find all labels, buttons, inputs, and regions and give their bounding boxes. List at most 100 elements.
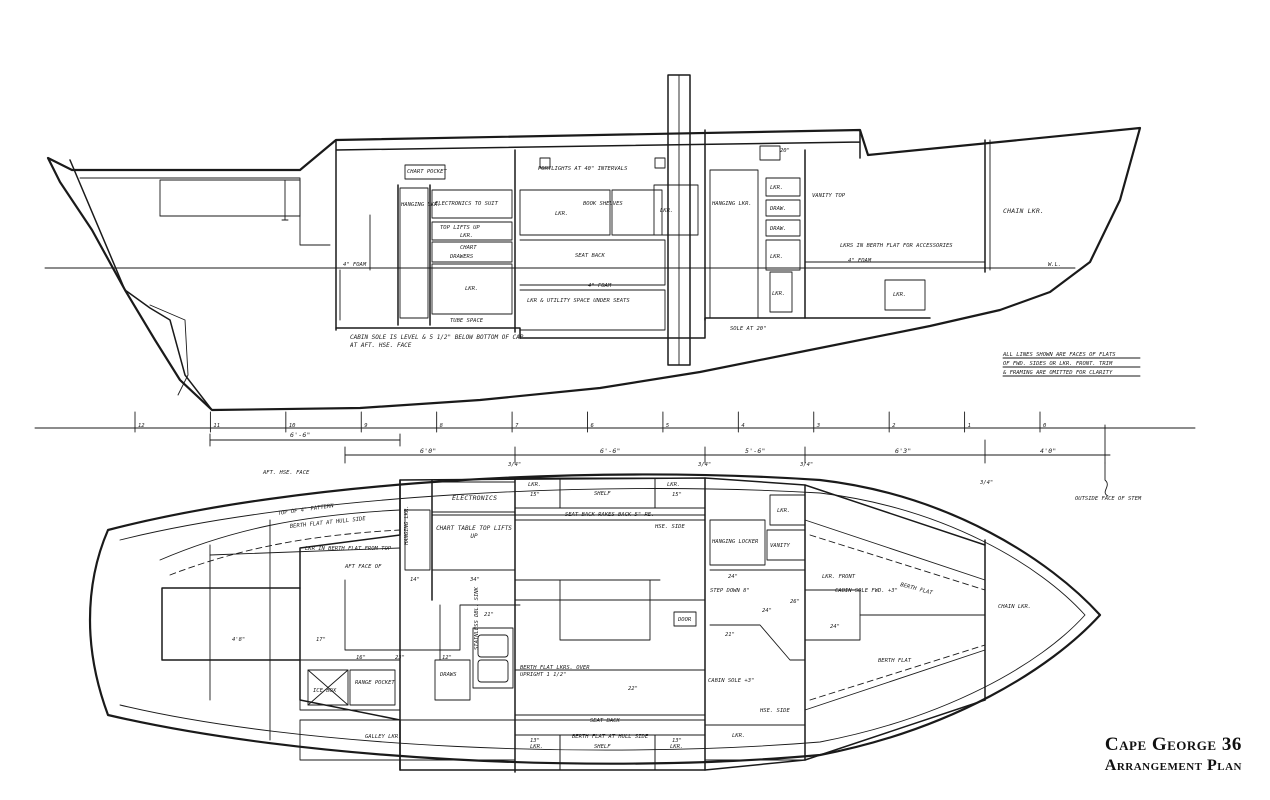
profile-sheer bbox=[79, 177, 331, 246]
dim-3-4b: 3/4" bbox=[697, 462, 711, 468]
plan-electronics bbox=[431, 481, 516, 513]
lbl-d-22: 22" bbox=[628, 686, 638, 692]
station-label: 9 bbox=[364, 423, 367, 429]
lbl-chain-lkr: CHAIN LKR. bbox=[1003, 207, 1044, 215]
lbl-d-24a: 24" bbox=[728, 574, 738, 580]
lbl-door: DOOR bbox=[677, 617, 692, 623]
dim-aft-hse-face: AFT. HSE. FACE bbox=[262, 470, 310, 476]
lbl-electronics-plan: ELECTRONICS bbox=[452, 494, 497, 502]
lbl-seat-back-top: SEAT BACK RAKES BACK 5" RE. bbox=[565, 512, 654, 518]
lbl-d-21b: 21" bbox=[725, 632, 735, 638]
plan-hull-inner bbox=[119, 488, 1086, 751]
lbl-top-lifts-up: TOP LIFTS UP bbox=[440, 225, 480, 231]
dim-3-4a: 3/4" bbox=[507, 462, 521, 468]
station-label: 2 bbox=[892, 423, 896, 429]
lbl-lkr-fwd: LKR. bbox=[893, 292, 906, 298]
plan-ice-box-cross bbox=[307, 669, 349, 706]
note-underlines bbox=[1002, 357, 1141, 377]
lbl-lkr-bot1: LKR. bbox=[530, 744, 543, 750]
lbl-lkr-bot2: LKR. bbox=[670, 744, 683, 750]
dim-stem-leader bbox=[1104, 462, 1109, 497]
plan-table bbox=[559, 579, 651, 641]
lbl-cabin-sole-note-wrap: CABIN SOLE IS LEVEL & 5 1/2" BELOW BOTTO… bbox=[350, 334, 524, 349]
profile-cabin-house bbox=[335, 129, 861, 331]
profile-hatch-box bbox=[759, 145, 781, 161]
lbl-chart: CHART bbox=[460, 245, 477, 251]
lbl-electronics: ELECTRONICS TO SUIT bbox=[435, 201, 499, 207]
dim-3-4c: 3/4" bbox=[799, 462, 813, 468]
station-label: 3 bbox=[816, 423, 820, 429]
lbl-cabin-sole-note: CABIN SOLE IS LEVEL & 5 1/2" BELOW BOTTO… bbox=[350, 334, 524, 349]
plan-fwd-berth bbox=[804, 519, 986, 711]
profile-draw-a bbox=[765, 199, 801, 217]
profile-lower-locker bbox=[431, 263, 513, 315]
lbl-lkr-fwd-plan: LKR. bbox=[777, 508, 790, 514]
plan-lkr-bot3 bbox=[704, 724, 806, 761]
plan-draws bbox=[434, 659, 471, 701]
lbl-wl: W.L. bbox=[1048, 262, 1061, 268]
dim-d3: 6'-6" bbox=[600, 447, 621, 455]
lbl-lkr-top2: LKR. bbox=[667, 482, 680, 488]
dim-d1: 6'-6" bbox=[290, 431, 311, 439]
plan-view: TOP OF 4" PATTERN BERTH FLAT AT HULL SID… bbox=[88, 473, 1102, 773]
profile-transom bbox=[69, 159, 213, 411]
lbl-step-down: STEP DOWN 8" bbox=[710, 588, 750, 594]
lbl-hanging-lkr-fwd: HANGING LKR. bbox=[711, 201, 752, 207]
lbl-cabin-sole-aft: CABIN SOLE +3" bbox=[708, 678, 754, 684]
lbl-hanging-lkr-aft: HANGING LKR. bbox=[400, 202, 441, 208]
lbl-lkr-b: LKR. bbox=[770, 254, 783, 260]
lbl-chain-lkr-plan: CHAIN LKR. bbox=[998, 604, 1031, 610]
plan-sink-bowl-2 bbox=[477, 659, 509, 683]
lbl-draw-b: DRAW. bbox=[769, 226, 787, 232]
lbl-d-24c: 24" bbox=[830, 624, 840, 630]
plan-lkr-fwd bbox=[769, 494, 806, 526]
lbl-d-24b: 24" bbox=[762, 608, 772, 614]
profile-cockpit-seat bbox=[159, 179, 301, 217]
profile-lkr-upper bbox=[519, 189, 611, 236]
profile-lkr-c bbox=[769, 271, 793, 313]
lbl-berth-flat-hull: BERTH FLAT AT HULL SIDE bbox=[290, 516, 367, 530]
plan-fwd-berth-dash bbox=[809, 534, 986, 701]
profile-lkr-a bbox=[765, 177, 801, 197]
lbl-berth-flat-fwd: BERTH FLAT bbox=[899, 582, 933, 597]
lbl-at-foam: 4" FOAM bbox=[588, 283, 612, 289]
profile-hanging-locker-fwd bbox=[709, 169, 759, 319]
title-line-1: Cape George 36 bbox=[1104, 734, 1242, 755]
plan-vanity bbox=[766, 529, 806, 561]
profile-dim-aft bbox=[281, 179, 289, 221]
lbl-seat-back-bot: SEAT BACK bbox=[590, 718, 620, 724]
lbl-berth-flat-lkrs-wrap: BERTH FLAT LKRS. OVER UPRIGHT 1 1/2" bbox=[520, 665, 590, 678]
dim-outside-face: OUTSIDE FACE OF STEM bbox=[1075, 496, 1142, 502]
lbl-berth-flat-fwd2: BERTH FLAT bbox=[878, 658, 912, 664]
plan-hanging-lkr bbox=[404, 509, 431, 571]
profile-top-lifts-box bbox=[431, 221, 513, 241]
lbl-at-foam-aft: 4" FOAM bbox=[343, 262, 367, 268]
title-block: Cape George 36 Arrangement Plan bbox=[1105, 734, 1242, 776]
lbl-seat-back: SEAT BACK bbox=[575, 253, 605, 259]
lbl-vanity-top: VANITY TOP bbox=[812, 193, 846, 199]
lbl-d-23: 23" bbox=[395, 655, 405, 661]
plan-hanging-locker bbox=[709, 519, 766, 566]
lbl-lkr-top1: LKR. bbox=[528, 482, 541, 488]
lbl-berth-flat-hull-bot: BERTH FLAT AT HULL SIDE bbox=[572, 734, 649, 740]
lbl-draw-a: DRAW. bbox=[769, 206, 787, 212]
plan-house-side-top bbox=[299, 477, 986, 589]
profile-chain-locker-wall bbox=[984, 139, 991, 271]
plan-sink-outer bbox=[472, 627, 514, 689]
lbl-d-26: 26" bbox=[790, 599, 800, 605]
lbl-lkr-upper: LKR. bbox=[555, 211, 568, 217]
plan-mast-step bbox=[673, 611, 697, 627]
lbl-d-15b: 15" bbox=[672, 492, 682, 498]
plan-cabin-sole-aft bbox=[344, 579, 521, 651]
profile-chart-box bbox=[431, 241, 513, 263]
lbl-sole-note2: SOLE AT 20" bbox=[730, 326, 766, 332]
lbl-berth-flat-lkrs: BERTH FLAT LKRS. OVER UPRIGHT 1 1/2" bbox=[520, 665, 590, 678]
lbl-d-16: 16" bbox=[356, 655, 366, 661]
lbl-d-17: 17" bbox=[316, 637, 326, 643]
lbl-shelf-top: SHELF bbox=[594, 491, 611, 497]
lbl-lkr-c: LKR. bbox=[772, 291, 785, 297]
lbl-stainless-sink: STAINLESS DBL. SINK bbox=[474, 586, 480, 650]
dim-ticks-aft bbox=[209, 433, 401, 447]
station-label: 10 bbox=[289, 423, 296, 429]
